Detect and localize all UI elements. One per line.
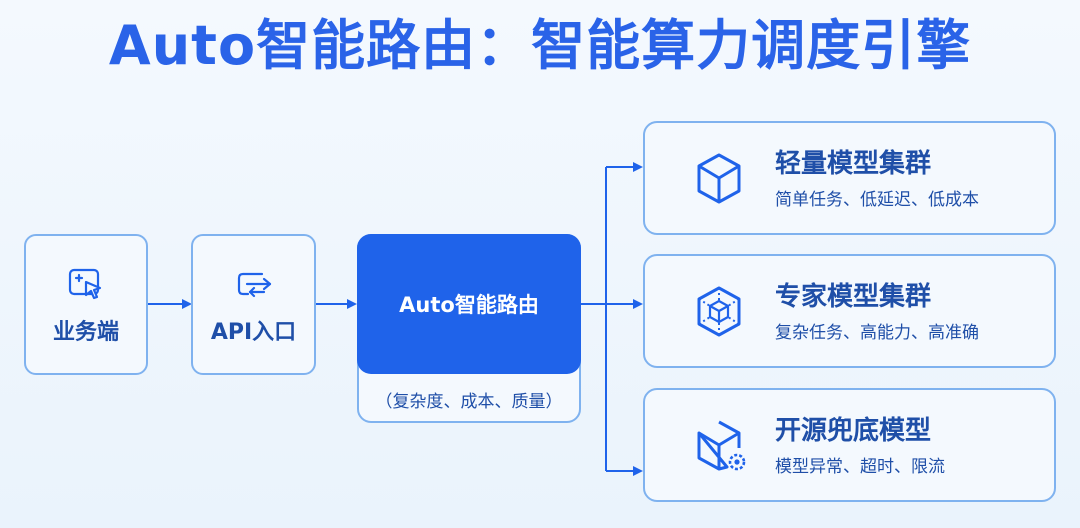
cube-icon [697, 153, 741, 204]
business-node: 业务端 [24, 234, 148, 375]
router-criteria: （复杂度、成本、质量） [375, 391, 563, 412]
fallback-cluster-card: 开源兜底模型 模型异常、超时、限流 [643, 388, 1056, 502]
api-node: API入口 [191, 234, 316, 375]
business-label: 业务端 [52, 319, 119, 345]
expert-cluster-title: 专家模型集群 [775, 282, 932, 312]
expert-cluster-desc: 复杂任务、高能力、高准确 [775, 323, 979, 343]
router-label: Auto智能路由 [399, 293, 539, 317]
wireframe-cube-icon [697, 286, 741, 337]
cube-gear-icon [697, 420, 746, 471]
page-title: Auto智能路由：智能算力调度引擎 [108, 14, 972, 77]
cursor-click-icon [68, 268, 102, 299]
api-exchange-icon [237, 272, 271, 297]
router-core: Auto智能路由 [357, 234, 581, 374]
light-cluster-title: 轻量模型集群 [775, 149, 932, 179]
fallback-cluster-title: 开源兜底模型 [775, 416, 932, 446]
light-cluster-desc: 简单任务、低延迟、低成本 [775, 190, 979, 210]
expert-cluster-card: 专家模型集群 复杂任务、高能力、高准确 [643, 254, 1056, 368]
light-cluster-card: 轻量模型集群 简单任务、低延迟、低成本 [643, 121, 1056, 235]
fallback-cluster-desc: 模型异常、超时、限流 [775, 457, 945, 477]
api-label: API入口 [210, 319, 297, 345]
